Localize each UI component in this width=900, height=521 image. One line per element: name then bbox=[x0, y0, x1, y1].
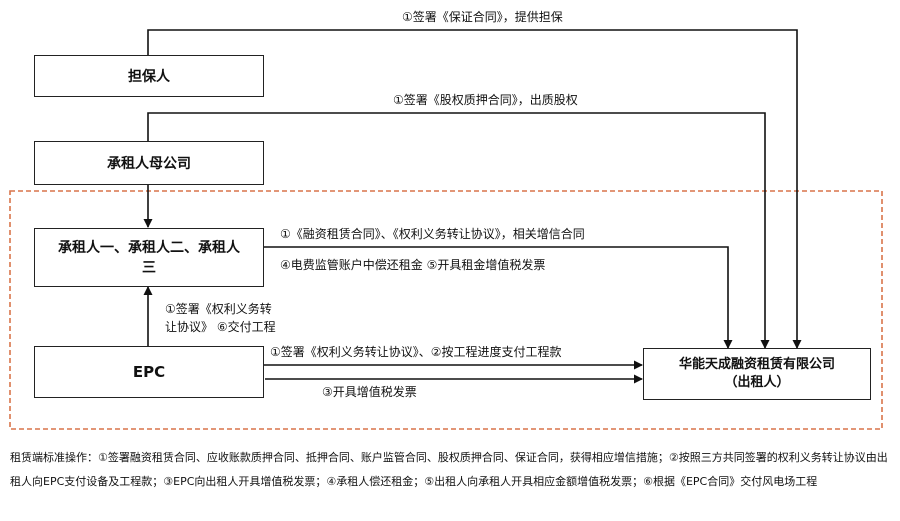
epc-lessor-top-label: ①签署《权利义务转让协议》、②按工程进度支付工程款 bbox=[270, 345, 562, 359]
lease-contracts-label: ①《融资租赁合同》、《权利义务转让协议》，相关增信合同 bbox=[280, 227, 585, 241]
epc-lessor-bottom-label: ③开具增值税发票 bbox=[322, 385, 417, 399]
equity-pledge-label: ①签署《股权质押合同》，出质股权 bbox=[393, 93, 578, 107]
repay-invoice-label: ④电费监管账户中偿还租金 ⑤开具租金增值税发票 bbox=[280, 258, 546, 272]
footnote: 租赁端标准操作：①签署融资租赁合同、应收账款质押合同、抵押合同、账户监管合同、股… bbox=[10, 451, 888, 488]
equity-pledge-arrow bbox=[147, 112, 770, 349]
dashed-region bbox=[9, 190, 883, 430]
epc-label: EPC bbox=[132, 363, 166, 381]
parent-company-box: 承租人母公司 bbox=[34, 141, 264, 185]
guarantee-label: ①签署《保证合同》，提供担保 bbox=[402, 10, 563, 24]
epc-box: EPC bbox=[34, 346, 264, 398]
parent-company-label: 承租人母公司 bbox=[107, 156, 191, 172]
guarantor-box: 担保人 bbox=[34, 55, 264, 97]
guarantor-label: 担保人 bbox=[128, 69, 170, 85]
lessor-box: 华能天成融资租赁有限公司 （出租人） bbox=[643, 348, 871, 400]
lessees-box: 承租人一、承租人二、承租人三 bbox=[34, 228, 264, 287]
lessor-name: 华能天成融资租赁有限公司 bbox=[678, 357, 835, 372]
epc-to-lessee-label-1: ①签署《权利义务转 bbox=[165, 302, 272, 316]
lessor-role: （出租人） bbox=[724, 375, 790, 390]
epc-to-lessee-label-2: 让协议》 ⑥交付工程 bbox=[165, 320, 276, 334]
lessee-lessor-arrow bbox=[256, 242, 733, 349]
lessees-label: 承租人一、承租人二、承租人三 bbox=[58, 239, 240, 276]
guarantee-arrow bbox=[147, 29, 802, 349]
